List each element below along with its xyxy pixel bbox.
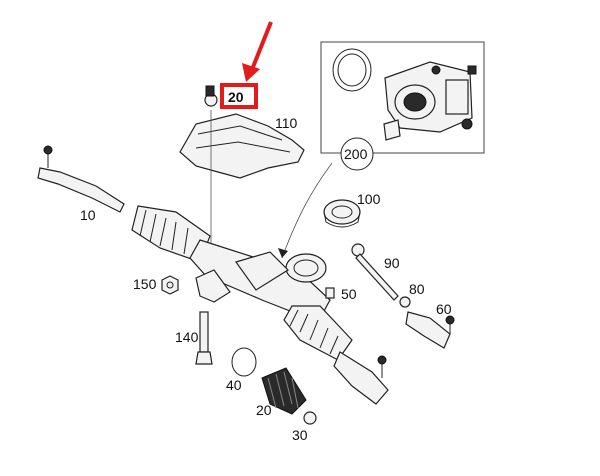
callout-80: 80 — [409, 281, 425, 297]
callout-50: 50 — [341, 286, 357, 302]
callout-140: 140 — [175, 329, 199, 345]
inset-leader-line — [281, 162, 333, 259]
inset-motor-unit — [320, 41, 485, 154]
nut-80-part — [399, 296, 411, 308]
callout-30: 30 — [292, 427, 308, 443]
callout-20-bottom: 20 — [256, 402, 272, 418]
steering-rack-housing — [37, 145, 389, 405]
callout-60: 60 — [436, 301, 452, 317]
ring-100-part — [323, 199, 361, 228]
clip-30-part — [303, 411, 317, 425]
tie-rod-end-60-part — [405, 311, 455, 349]
plug-50-part — [325, 287, 335, 299]
inner-tie-rod-90-part — [351, 243, 399, 301]
bellows-20-part — [261, 367, 307, 415]
callout-150: 150 — [133, 276, 157, 292]
bolt-top-part — [204, 85, 218, 107]
callout-90: 90 — [384, 255, 400, 271]
callout-20-top: 20 — [228, 89, 244, 105]
bolt-140-part — [195, 311, 213, 365]
callout-10: 10 — [80, 207, 96, 223]
callout-20-highlight-box — [220, 83, 258, 109]
callout-100: 100 — [357, 191, 381, 207]
nut-150-part — [161, 275, 179, 295]
callout-200: 200 — [344, 146, 368, 162]
ring-40-part — [231, 347, 257, 377]
callout-110: 110 — [275, 115, 298, 131]
callout-40: 40 — [226, 377, 242, 393]
red-arrow-icon — [242, 21, 273, 82]
